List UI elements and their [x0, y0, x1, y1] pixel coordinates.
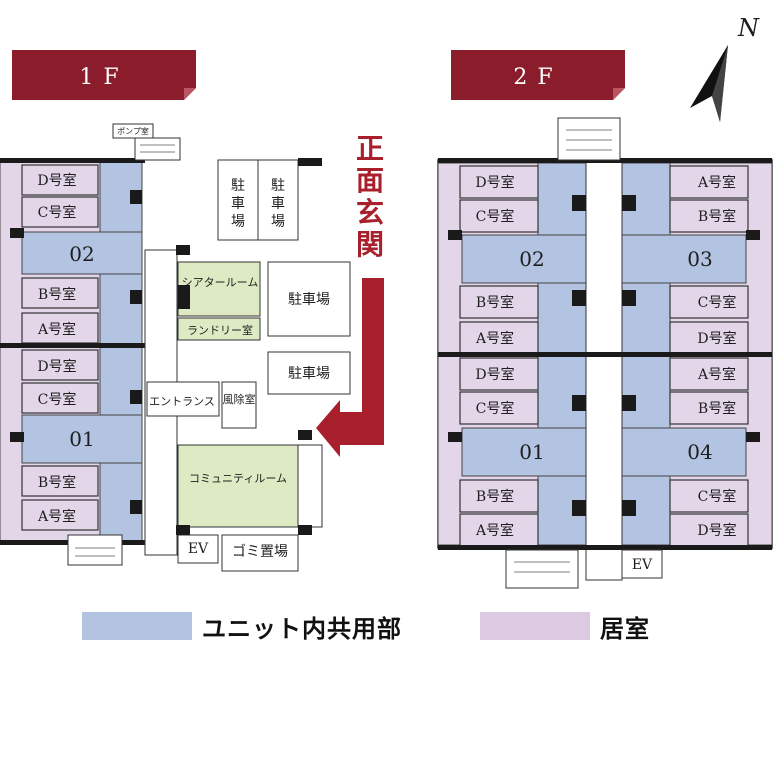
banner-2f-text: 2F — [513, 65, 562, 90]
floor-2-plan: D号室 C号室 02 B号室 A号室 D号室 C号室 01 B号室 A号室 A号… — [437, 117, 773, 589]
front-entrance-indicator: 正面玄関 — [316, 132, 384, 457]
f1-community-room-area — [177, 444, 299, 528]
f1-room-a-bottom: A号室 — [37, 508, 76, 525]
legend-private-label: 居室 — [600, 614, 650, 643]
banner-2f: 2F — [451, 50, 625, 100]
f2-ev: EV — [632, 557, 653, 573]
banner-1f: 1F — [12, 50, 196, 100]
f1-parking-v2: 駐車場 — [271, 178, 285, 230]
f1-room-b-bottom: B号室 — [38, 474, 76, 491]
f2-unit-04-label: 04 — [687, 440, 712, 464]
f1-garbage: ゴミ置場 — [232, 543, 288, 560]
f1-entrance: エントランス — [149, 395, 215, 408]
f1-parking-v1: 駐車場 — [231, 178, 245, 230]
floor-1-plan: D号室 C号室 02 B号室 A号室 D号室 C号室 01 B号室 A号室 ポン… — [0, 123, 351, 572]
f1-room-d-top: D号室 — [37, 172, 76, 189]
f1-pump-room: ポンプ室 — [117, 126, 149, 136]
legend-private: 居室 — [480, 610, 650, 643]
f1-room-a-mid: A号室 — [37, 321, 76, 338]
f2-w-room-b-mid: B号室 — [476, 294, 514, 311]
f1-theater-room: シアタールーム — [182, 276, 259, 289]
f2-unit-01-label: 01 — [519, 440, 544, 464]
front-entrance-arrow — [316, 278, 384, 457]
f2-e-room-d-bottom: D号室 — [697, 522, 736, 539]
f2-w-room-a-mid: A号室 — [475, 330, 514, 347]
legend-private-swatch — [480, 612, 590, 640]
f1-shared-column — [99, 161, 143, 543]
f1-community-room: コミュニティルーム — [189, 472, 287, 485]
f1-ev: EV — [188, 541, 209, 557]
f1-entrance-area — [146, 381, 220, 417]
banner-1f-text: 1F — [79, 65, 128, 90]
f1-laundry-room: ランドリー室 — [187, 323, 253, 337]
f1-unit-02-label: 02 — [69, 242, 94, 266]
f1-unit-02-area — [21, 231, 143, 275]
f1-room-b-mid: B号室 — [38, 286, 76, 303]
f2-w-room-c-top: C号室 — [476, 208, 515, 225]
f2-e-room-a-mid: A号室 — [697, 366, 736, 383]
legend-shared-swatch — [82, 612, 192, 640]
f1-theater-room-area — [177, 261, 261, 317]
f2-e-room-c-bottom: C号室 — [698, 488, 737, 505]
f2-w-room-b-bottom: B号室 — [476, 488, 514, 505]
compass-n-label: N — [737, 14, 760, 42]
f1-unit-01-label: 01 — [69, 427, 94, 451]
f1-parking-2: 駐車場 — [288, 365, 330, 382]
f1-room-c-mid: C号室 — [38, 391, 77, 408]
f2-w-room-d-mid: D号室 — [475, 366, 514, 383]
f2-unit-02-label: 02 — [519, 247, 544, 271]
f2-e-room-b-mid: B号室 — [698, 400, 736, 417]
compass: N — [690, 14, 760, 122]
f1-room-c-top: C号室 — [38, 204, 77, 221]
f1-unit-01-area — [21, 414, 143, 464]
f1-air-shower: 風除室 — [223, 392, 256, 406]
f2-w-room-c-mid: C号室 — [476, 400, 515, 417]
f2-e-room-b-top: B号室 — [698, 208, 736, 225]
legend-shared: ユニット内共用部 — [82, 610, 402, 643]
f2-e-room-d-mid: D号室 — [697, 330, 736, 347]
f2-w-room-a-bottom: A号室 — [475, 522, 514, 539]
f2-unit-03-label: 03 — [687, 247, 712, 271]
f1-parking-1: 駐車場 — [288, 291, 330, 308]
f1-room-d-mid: D号室 — [37, 358, 76, 375]
front-entrance-char-1: 正面玄関 — [356, 132, 384, 261]
legend-shared-label: ユニット内共用部 — [202, 614, 402, 643]
f2-w-room-d-top: D号室 — [475, 174, 514, 191]
f1-air-shower-area — [221, 381, 257, 429]
f2-e-room-a-top: A号室 — [697, 174, 736, 191]
f2-e-room-c-mid: C号室 — [698, 294, 737, 311]
